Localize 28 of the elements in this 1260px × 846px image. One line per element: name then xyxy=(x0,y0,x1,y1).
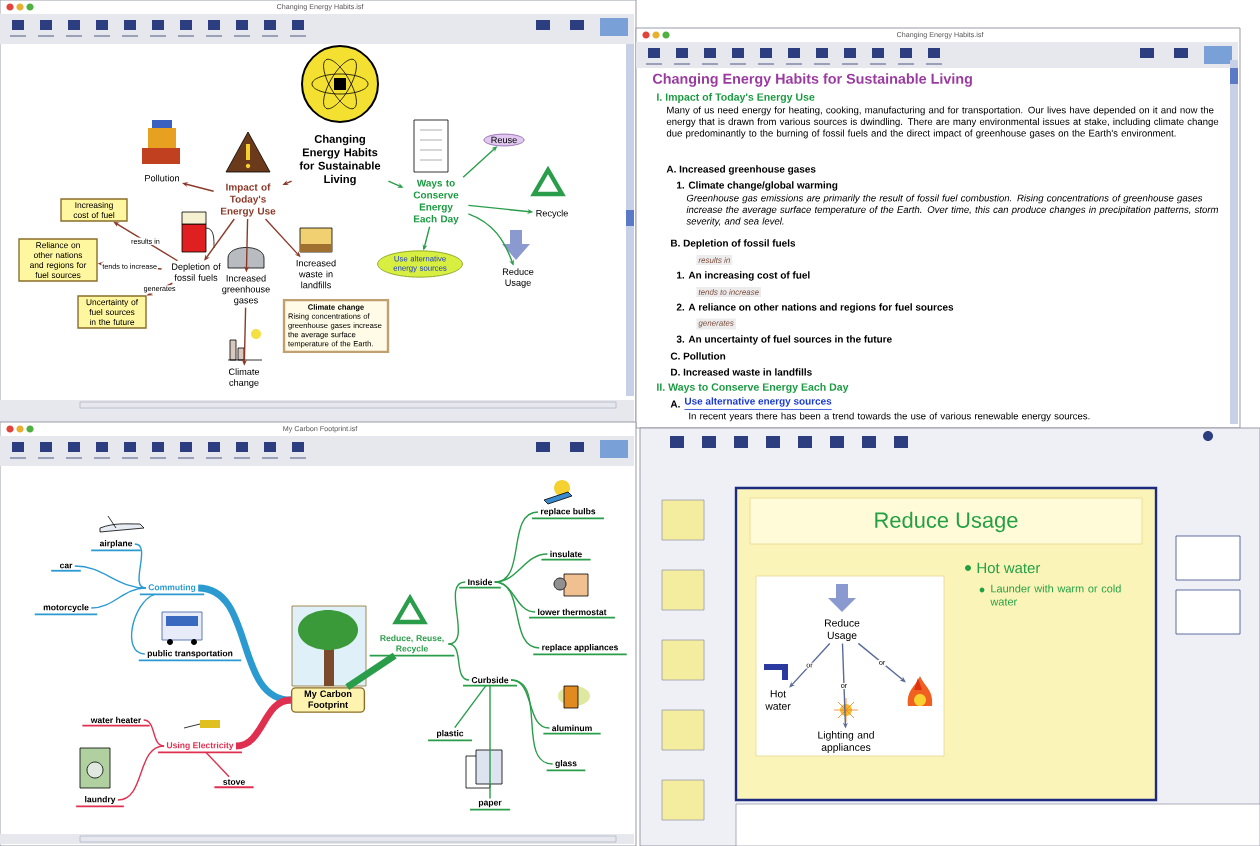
arrow xyxy=(789,642,831,688)
branch-line xyxy=(117,745,165,801)
branch-line xyxy=(235,696,292,750)
branch-line xyxy=(494,511,539,583)
arrow xyxy=(113,221,179,262)
branch-line xyxy=(74,565,147,589)
branch-line xyxy=(90,587,147,609)
branch-line xyxy=(489,684,491,800)
branch-line xyxy=(447,581,466,645)
arrow xyxy=(857,642,906,683)
branch-line xyxy=(130,593,156,655)
branch-line xyxy=(454,684,487,729)
branch-line xyxy=(134,543,147,589)
branch-line xyxy=(494,553,549,583)
arrow xyxy=(182,182,215,192)
title-box: Reduce Usage xyxy=(749,497,1143,545)
arrow xyxy=(467,213,514,266)
branch-line xyxy=(197,584,292,704)
arrow xyxy=(204,218,235,261)
branch-line xyxy=(142,719,165,747)
branch-line xyxy=(494,581,540,649)
branch-line xyxy=(345,652,397,690)
branch-line xyxy=(510,679,551,729)
branch-line xyxy=(447,643,470,681)
flame-picture xyxy=(907,676,933,706)
branch-line xyxy=(494,581,536,613)
branch-line xyxy=(205,751,230,778)
branch-line xyxy=(510,679,554,765)
